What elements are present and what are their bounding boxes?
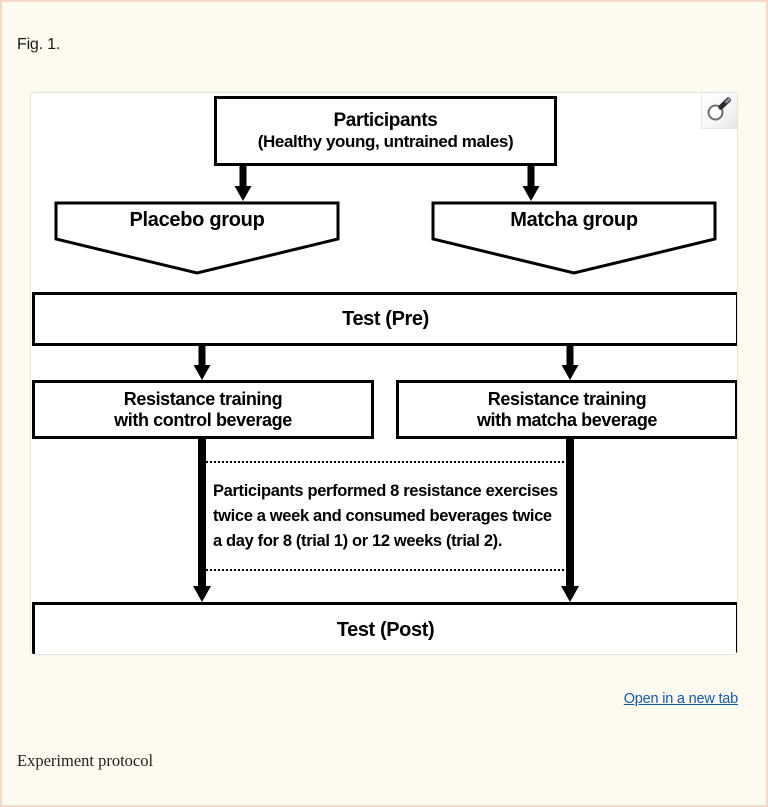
node-participants-title: Participants xyxy=(333,110,438,132)
arrow-participants-to-placebo xyxy=(233,166,253,202)
figure-image-container[interactable]: Participants (Healthy young, untrained m… xyxy=(30,92,738,655)
figure-caption: Experiment protocol xyxy=(17,751,154,770)
magnifier-icon[interactable] xyxy=(701,93,737,129)
node-test-post-label: Test (Post) xyxy=(336,618,435,641)
node-participants: Participants (Healthy young, untrained m… xyxy=(214,96,557,166)
node-rt-matcha-line1: Resistance training xyxy=(487,388,647,409)
arrow-rt-control-to-testpost xyxy=(192,439,212,603)
node-placebo-group-label: Placebo group xyxy=(129,209,265,231)
arrow-testpre-to-rt-matcha xyxy=(560,346,580,381)
annotation-note-box: Participants performed 8 resistance exer… xyxy=(203,461,568,571)
node-rt-control-line1: Resistance training xyxy=(123,388,283,409)
node-rt-matcha-line2: with matcha beverage xyxy=(476,409,658,430)
arrow-rt-matcha-to-testpost xyxy=(560,439,580,603)
node-resistance-training-matcha: Resistance training with matcha beverage xyxy=(396,380,737,439)
node-test-post: Test (Post) xyxy=(32,602,737,654)
node-matcha-group-label: Matcha group xyxy=(510,209,638,231)
flowchart-canvas: Participants (Healthy young, untrained m… xyxy=(31,93,737,654)
arrow-testpre-to-rt-control xyxy=(192,346,212,381)
arrow-participants-to-matcha xyxy=(521,166,541,202)
node-participants-subtitle: (Healthy young, untrained males) xyxy=(257,132,514,152)
figure-number-label: Fig. 1. xyxy=(17,36,61,53)
node-rt-control-line2: with control beverage xyxy=(114,409,292,430)
open-in-new-tab-link[interactable]: Open in a new tab xyxy=(623,691,738,707)
node-matcha-group: Matcha group xyxy=(431,201,717,275)
node-placebo-group: Placebo group xyxy=(54,201,340,275)
node-test-pre: Test (Pre) xyxy=(32,292,737,346)
node-resistance-training-control: Resistance training with control beverag… xyxy=(32,380,374,439)
node-test-pre-label: Test (Pre) xyxy=(342,307,429,330)
annotation-note-text: Participants performed 8 resistance exer… xyxy=(213,481,558,551)
